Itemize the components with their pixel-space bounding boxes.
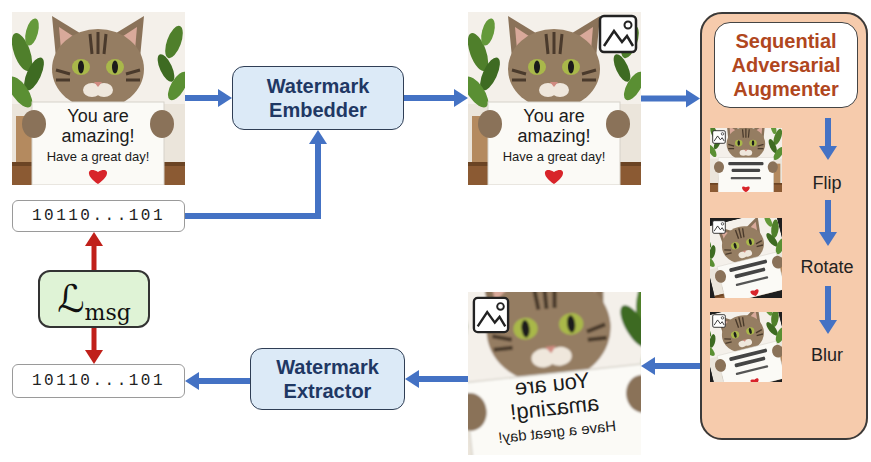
augmenter-title-box: Sequential Adversarial Augmenter — [714, 22, 858, 108]
bit-string: 10110...101 — [32, 372, 165, 390]
loss-box: ℒmsg — [38, 270, 150, 328]
step-label-holder: Flip — [812, 173, 841, 194]
process-box: Watermark Embedder — [232, 66, 404, 130]
blurred-thumbnail — [710, 312, 782, 382]
art-g — [710, 128, 782, 192]
art-use — [713, 131, 726, 144]
connector-line — [92, 328, 97, 352]
sign-text: You are amazing! — [34, 106, 162, 146]
art-polygon — [819, 146, 837, 160]
arrow-head — [454, 89, 468, 107]
box-label: Watermark Embedder — [243, 74, 393, 122]
loss-arrow — [85, 328, 103, 364]
art-use — [713, 221, 726, 234]
message-box: 10110...101 — [12, 200, 185, 232]
connector-line — [197, 378, 250, 384]
flow-arrow — [185, 372, 250, 390]
photo-frame: You are amazing!Have a great day! — [468, 292, 641, 455]
step-label-holder: Blur — [811, 345, 843, 366]
connector-line — [404, 95, 456, 101]
arrow-head — [85, 350, 103, 364]
photo-frame: You are amazing! Have a great day! — [12, 12, 185, 185]
art-g — [710, 218, 782, 298]
art-line — [825, 200, 831, 234]
art-g — [710, 312, 782, 382]
sign-area: You are amazing! Have a great day! — [34, 106, 162, 164]
step-label: Flip — [812, 173, 841, 194]
flow-arrow — [405, 370, 468, 388]
flow-arrow — [404, 89, 468, 107]
art-use — [713, 315, 726, 328]
arrow-head — [686, 90, 700, 108]
connector-line — [641, 96, 688, 102]
panel-title: Sequential Adversarial Augmenter — [723, 29, 849, 101]
loss-letter: ℒ — [57, 277, 84, 321]
flipped-thumbnail — [710, 128, 782, 192]
bit-string: 10110...101 — [32, 207, 165, 225]
connector-line — [185, 142, 318, 216]
sign-text: Have a great day! — [34, 149, 162, 164]
arrow-head — [641, 357, 655, 375]
step-label: Blur — [811, 345, 843, 366]
art-use — [710, 312, 782, 382]
loss-arrow — [85, 232, 103, 270]
art-line — [825, 118, 831, 148]
rotated-thumbnail — [710, 218, 782, 298]
art-use — [710, 128, 782, 192]
flow-arrow — [641, 90, 700, 108]
sign-text: Have a great day! — [480, 415, 634, 449]
connector-line — [653, 363, 700, 369]
process-box: Watermark Extractor — [250, 348, 405, 410]
art-use — [710, 218, 782, 298]
step-label-holder: Rotate — [800, 257, 853, 278]
augmenter-panel: FlipRotateBlur Sequential Adversarial Aug… — [700, 12, 868, 440]
connector-line — [92, 244, 97, 270]
arrow-head — [405, 370, 419, 388]
flow-arrow — [641, 357, 700, 375]
art-use — [468, 292, 641, 455]
watermark-icon — [600, 16, 636, 52]
attacked-photo — [468, 292, 641, 455]
photo-frame: You are amazing! Have a great day! — [468, 12, 641, 185]
connector-line — [185, 95, 220, 101]
art-line — [825, 286, 831, 322]
sign-text: Have a great day! — [490, 149, 618, 164]
message-box: 10110...101 — [12, 364, 185, 398]
cat-photo — [3, 12, 192, 197]
art-polygon — [819, 232, 837, 246]
arrow-head — [85, 232, 103, 246]
sign-area: You are amazing! Have a great day! — [490, 106, 618, 164]
watermarked-photo — [459, 12, 648, 197]
flow-arrow — [185, 130, 327, 216]
art-polygon — [819, 320, 837, 334]
loss-subscript: msg — [85, 300, 131, 326]
arrow-head — [218, 89, 232, 107]
art-g — [468, 292, 641, 455]
loss-symbol: ℒmsg — [57, 277, 131, 321]
arrow-head — [185, 372, 199, 390]
augment-step-arrows — [819, 118, 837, 334]
art-g — [468, 292, 641, 455]
box-label: Watermark Extractor — [261, 355, 394, 403]
connector-line — [417, 376, 468, 382]
flow-arrow — [185, 89, 232, 107]
arrow-head — [309, 130, 327, 144]
step-label: Rotate — [800, 257, 853, 278]
art-g — [710, 312, 782, 382]
sign-area: You are amazing!Have a great day! — [475, 364, 634, 449]
art-use — [474, 298, 508, 332]
sign-text: You are amazing! — [490, 106, 618, 146]
